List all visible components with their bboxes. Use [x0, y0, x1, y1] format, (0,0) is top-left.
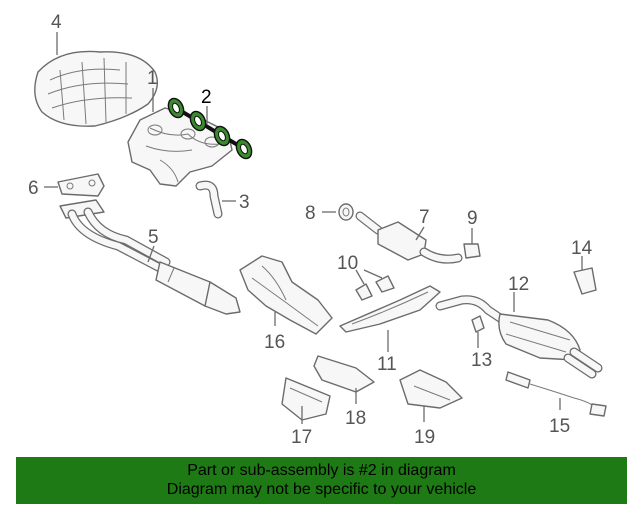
part-15-oxygen-sensor[interactable]	[505, 371, 607, 417]
part-5-front-pipe[interactable]	[59, 199, 241, 315]
part-8-clamp[interactable]	[338, 203, 354, 221]
callout-8: 8	[305, 203, 316, 224]
callout-10: 10	[337, 253, 358, 274]
part-4-heat-shield[interactable]	[34, 50, 158, 127]
callout-18: 18	[345, 408, 366, 429]
part-1-exhaust-manifold[interactable]	[127, 107, 233, 187]
info-banner: Part or sub-assembly is #2 in diagram Di…	[16, 457, 627, 504]
callout-2: 2	[201, 87, 212, 108]
callout-6: 6	[28, 178, 39, 199]
callout-9: 9	[467, 208, 478, 229]
part-14-bracket[interactable]	[573, 267, 597, 295]
part-9-clamp[interactable]	[463, 243, 481, 259]
callout-12: 12	[508, 274, 529, 295]
callout-13: 13	[471, 350, 492, 371]
part-6-flange-gasket[interactable]	[57, 173, 105, 197]
banner-line-2: Diagram may not be specific to your vehi…	[166, 481, 477, 498]
callout-1: 1	[147, 68, 158, 89]
callout-7: 7	[419, 207, 430, 228]
part-7-resonator[interactable]	[355, 211, 463, 264]
callout-15: 15	[549, 416, 570, 437]
callout-19: 19	[414, 427, 435, 448]
part-13-hanger[interactable]	[471, 315, 485, 333]
callout-16: 16	[264, 332, 285, 353]
callout-14: 14	[571, 238, 593, 259]
part-2-manifold-gasket[interactable]	[165, 96, 254, 161]
callout-4: 4	[51, 12, 62, 33]
callout-3: 3	[239, 192, 250, 213]
part-18-heat-shield[interactable]	[313, 355, 375, 393]
part-10-hangers[interactable]	[355, 275, 395, 301]
part-12-rear-muffler[interactable]	[435, 295, 603, 379]
callout-11: 11	[377, 354, 397, 375]
part-11-heat-shield[interactable]	[339, 285, 441, 333]
banner-line-1: Part or sub-assembly is #2 in diagram	[187, 462, 456, 479]
part-17-heat-shield[interactable]	[281, 377, 331, 421]
part-19-heat-shield[interactable]	[399, 369, 463, 409]
callout-5: 5	[148, 227, 159, 248]
callout-17: 17	[291, 427, 312, 448]
part-3-bracket[interactable]	[195, 180, 223, 219]
part-16-tunnel-shield[interactable]	[239, 255, 333, 335]
exhaust-parts-diagram: 4 1 2 6 3	[28, 12, 607, 448]
